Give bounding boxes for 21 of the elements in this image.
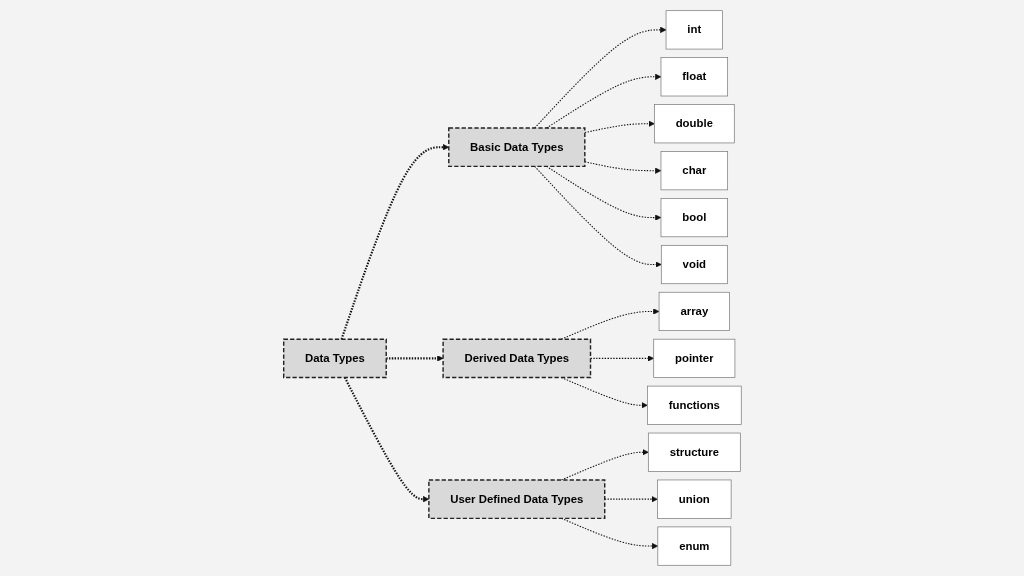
node-box: double xyxy=(653,104,735,144)
node-box: array xyxy=(658,291,730,331)
arrow xyxy=(545,165,661,221)
node-box: float xyxy=(660,57,728,97)
node-box: User Defined Data Types xyxy=(427,479,605,520)
node-box: bool xyxy=(660,198,728,238)
arrow xyxy=(343,377,429,503)
arrow xyxy=(340,144,449,340)
node-box: structure xyxy=(647,432,741,472)
node-box: functions xyxy=(646,385,742,425)
node-box: void xyxy=(660,245,728,285)
node-box: Derived Data Types xyxy=(441,338,591,379)
node-box: int xyxy=(665,10,723,50)
node-box: union xyxy=(656,479,731,519)
node-box: pointer xyxy=(652,338,735,378)
node-box: char xyxy=(660,151,728,191)
node-box: Data Types xyxy=(282,338,387,379)
node-box: Basic Data Types xyxy=(447,127,586,168)
arrow xyxy=(533,26,666,129)
arrow xyxy=(533,165,662,268)
node-box: enum xyxy=(657,526,731,566)
